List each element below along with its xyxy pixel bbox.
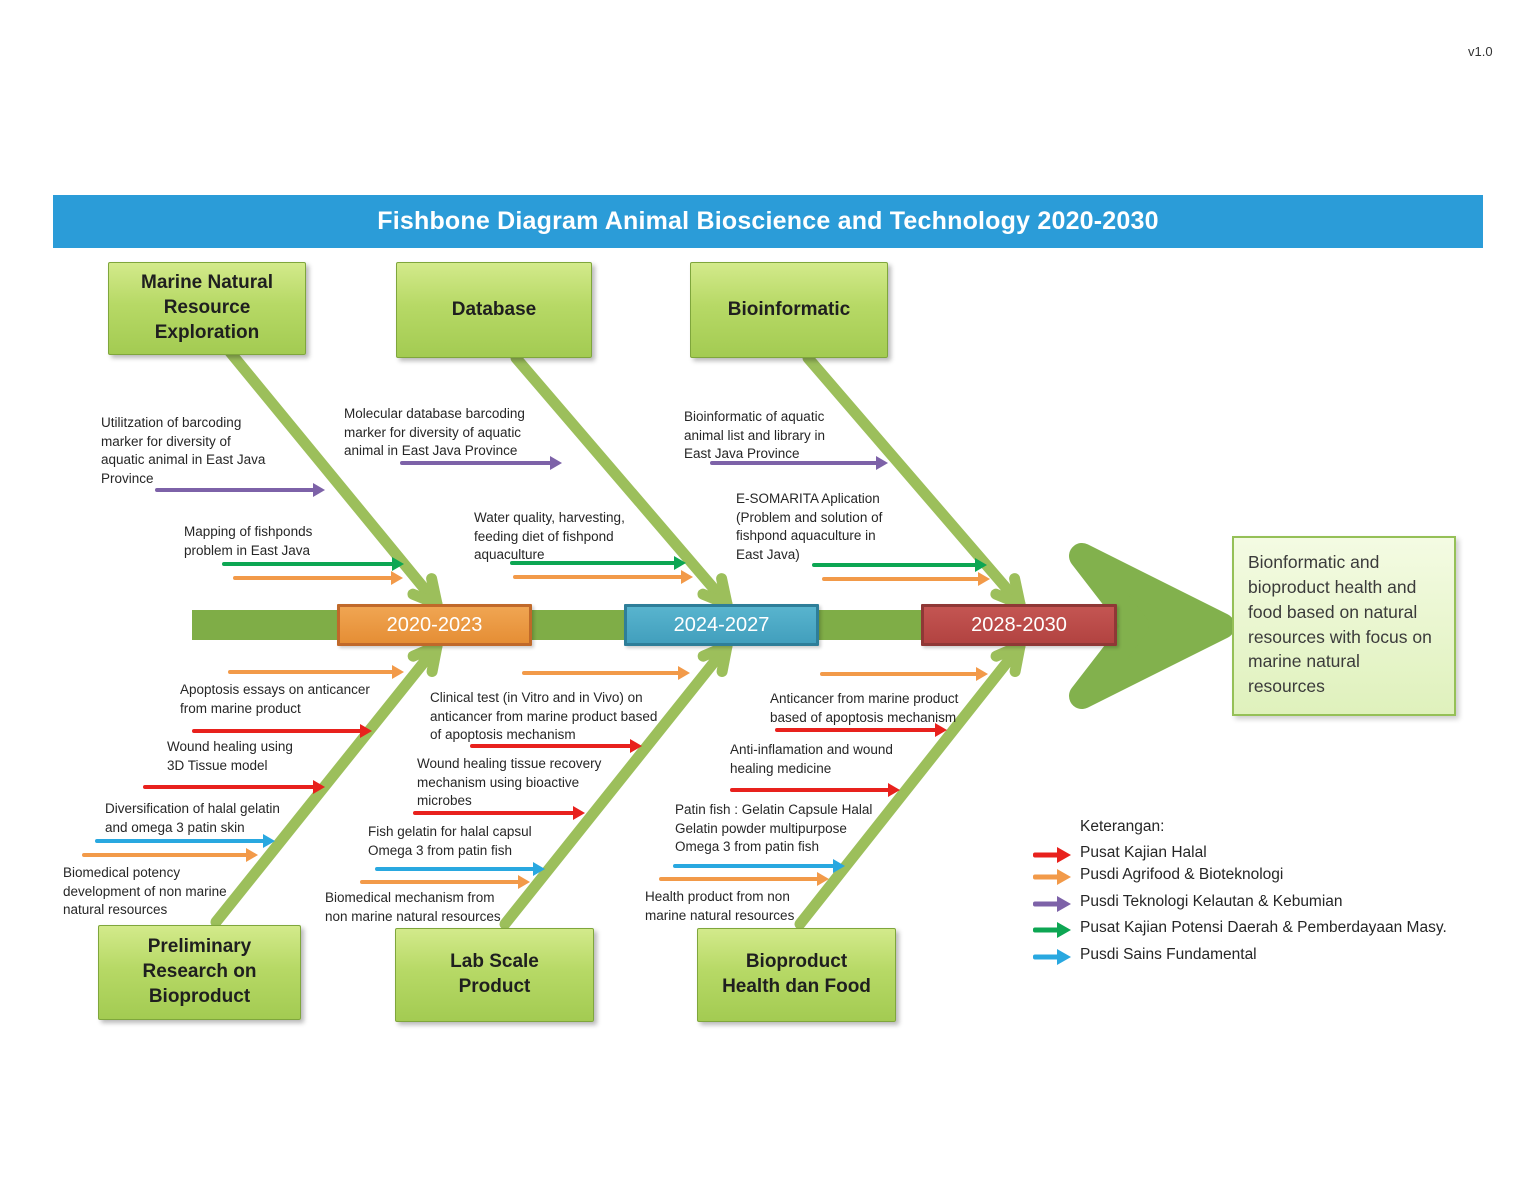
halal-arrow-icon bbox=[470, 739, 642, 753]
branch-note: Biomedical mechanism from non marine nat… bbox=[325, 890, 501, 924]
halal-arrow-icon bbox=[413, 806, 585, 820]
potensi-arrow-icon bbox=[510, 556, 686, 570]
branch-note: Clinical test (in Vitro and in Vivo) on … bbox=[430, 690, 658, 743]
period-label: 2024-2027 bbox=[673, 613, 770, 636]
agrifood-arrow-icon bbox=[1033, 868, 1071, 886]
bone-arrowhead bbox=[407, 636, 445, 677]
branch-note: Anticancer from marine product based of … bbox=[770, 691, 959, 725]
sains-arrow-icon bbox=[95, 834, 275, 848]
halal-arrow-icon bbox=[143, 780, 325, 794]
category-box-preliminary-research: Preliminary Research on Bioproduct bbox=[98, 925, 301, 1020]
period-label: 2020-2023 bbox=[386, 613, 483, 636]
bone-arrowhead bbox=[990, 636, 1028, 677]
category-box-bioinformatic: Bioinformatic bbox=[690, 262, 888, 358]
legend-item-label: Pusdi Sains Fundamental bbox=[1080, 946, 1257, 963]
timeline-period-2028-2030: 2028-2030 bbox=[921, 604, 1117, 646]
agrifood-arrow-icon bbox=[233, 571, 403, 585]
legend-item-label: Pusat Kajian Halal bbox=[1080, 844, 1207, 861]
potensi-arrow-icon bbox=[812, 558, 987, 572]
category-box-bioproduct-health-food: Bioproduct Health dan Food bbox=[697, 928, 896, 1022]
sains-arrow-icon bbox=[1033, 948, 1071, 966]
agrifood-arrow-icon bbox=[228, 665, 404, 679]
version-label: v1.0 bbox=[1468, 44, 1493, 59]
branch-note: Fish gelatin for halal capsul Omega 3 fr… bbox=[368, 824, 532, 858]
kelautan-arrow-icon bbox=[155, 483, 325, 497]
potensi-arrow-icon bbox=[1033, 921, 1071, 939]
kelautan-arrow-icon bbox=[400, 456, 562, 470]
branch-note: Anti-inflamation and wound healing medic… bbox=[730, 742, 893, 776]
bone-arrowhead bbox=[697, 636, 735, 677]
branch-note: Mapping of fishponds problem in East Jav… bbox=[184, 524, 313, 558]
legend-item-label: Pusat Kajian Potensi Daerah & Pemberdaya… bbox=[1080, 919, 1447, 936]
agrifood-arrow-icon bbox=[820, 667, 988, 681]
halal-arrow-icon bbox=[775, 723, 947, 737]
timeline-period-2024-2027: 2024-2027 bbox=[624, 604, 819, 646]
period-label: 2028-2030 bbox=[971, 613, 1067, 636]
branch-note: Diversification of halal gelatin and ome… bbox=[105, 801, 280, 835]
legend-title: Keterangan: bbox=[1080, 818, 1165, 835]
halal-arrow-icon bbox=[1033, 846, 1071, 864]
branch-note: Biomedical potency development of non ma… bbox=[63, 865, 227, 918]
kelautan-arrow-icon bbox=[1033, 895, 1071, 913]
branch-note: Molecular database barcoding marker for … bbox=[344, 406, 525, 459]
page-title: Fishbone Diagram Animal Bioscience and T… bbox=[377, 207, 1159, 235]
halal-arrow-icon bbox=[730, 783, 900, 797]
legend-item-label: Pusdi Teknologi Kelautan & Kebumian bbox=[1080, 893, 1343, 910]
legend-item-label: Pusdi Agrifood & Bioteknologi bbox=[1080, 866, 1284, 883]
category-box-marine-exploration: Marine Natural Resource Exploration bbox=[108, 262, 306, 355]
agrifood-arrow-icon bbox=[82, 848, 258, 862]
agrifood-arrow-icon bbox=[659, 872, 829, 886]
sains-arrow-icon bbox=[375, 862, 545, 876]
potensi-arrow-icon bbox=[222, 557, 404, 571]
bone-arrowhead bbox=[407, 573, 445, 614]
agrifood-arrow-icon bbox=[822, 572, 990, 586]
title-bar: Fishbone Diagram Animal Bioscience and T… bbox=[53, 195, 1483, 248]
branch-note: Wound healing tissue recovery mechanism … bbox=[417, 756, 602, 809]
agrifood-arrow-icon bbox=[360, 875, 530, 889]
branch-note: Patin fish : Gelatin Capsule Halal Gelat… bbox=[675, 802, 873, 855]
bone-arrowhead bbox=[697, 573, 735, 614]
halal-arrow-icon bbox=[192, 724, 372, 738]
category-box-lab-scale-product: Lab Scale Product bbox=[395, 928, 594, 1022]
branch-note: Utilitzation of barcoding marker for div… bbox=[101, 415, 266, 486]
goal-box: Bionformatic and bioproduct health and f… bbox=[1232, 536, 1456, 716]
agrifood-arrow-icon bbox=[513, 570, 693, 584]
branch-note: Apoptosis essays on anticancer from mari… bbox=[180, 682, 370, 716]
sains-arrow-icon bbox=[673, 859, 845, 873]
agrifood-arrow-icon bbox=[522, 666, 690, 680]
bone-arrowhead bbox=[990, 573, 1028, 614]
branch-note: Wound healing using 3D Tissue model bbox=[167, 739, 293, 773]
kelautan-arrow-icon bbox=[710, 456, 888, 470]
timeline-period-2020-2023: 2020-2023 bbox=[337, 604, 532, 646]
branch-note: E-SOMARITA Aplication (Problem and solut… bbox=[736, 491, 883, 562]
category-box-database: Database bbox=[396, 262, 592, 358]
branch-note: Health product from non marine natural r… bbox=[645, 889, 795, 923]
